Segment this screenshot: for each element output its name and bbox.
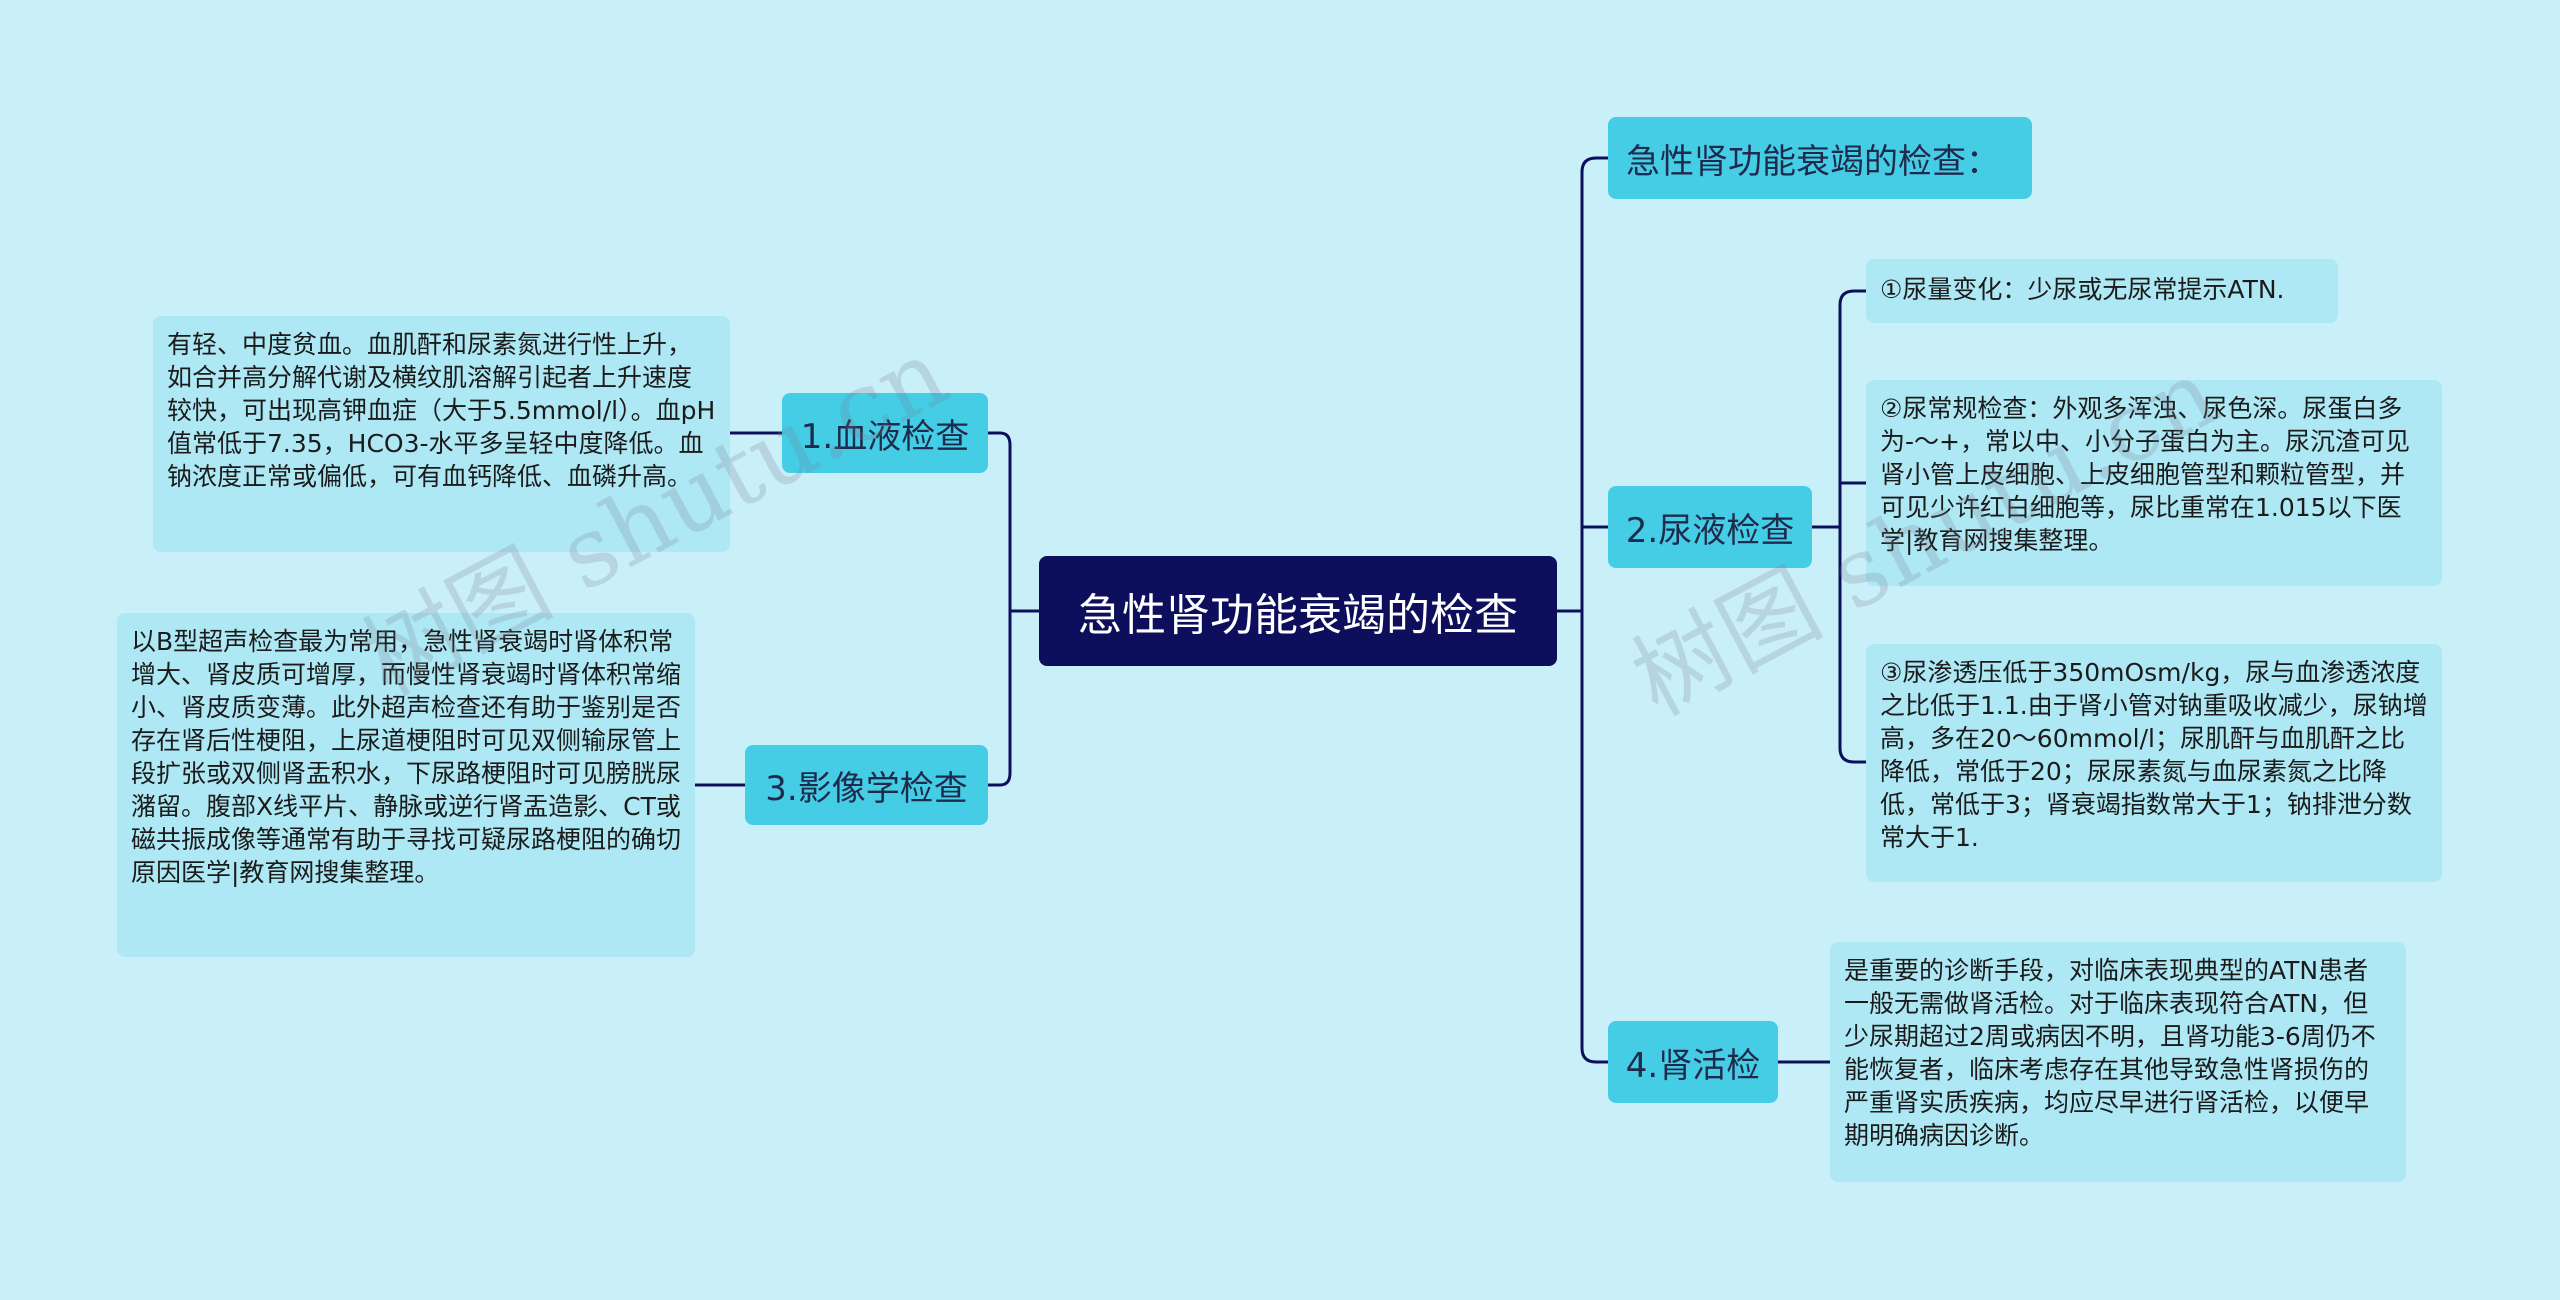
branch-blood-test[interactable]: 1.血液检查 <box>782 393 988 473</box>
detail-imaging: 以B型超声检查最为常用，急性肾衰竭时肾体积常增大、肾皮质可增厚，而慢性肾衰竭时肾… <box>117 613 695 957</box>
detail-blood-test: 有轻、中度贫血。血肌酐和尿素氮进行性上升，如合并高分解代谢及横纹肌溶解引起者上升… <box>153 316 730 552</box>
branch-biopsy-label: 4.肾活检 <box>1625 1045 1761 1086</box>
connector-urine-trunk <box>1838 289 1866 764</box>
detail-urine-1: ①尿量变化：少尿或无尿常提示ATN. <box>1866 259 2338 323</box>
branch-imaging-label: 3.影像学检查 <box>765 768 968 809</box>
detail-urine-2-text: ②尿常规检查：外观多浑浊、尿色深。尿蛋白多为-～+，常以中、小分子蛋白为主。尿沉… <box>1880 394 2410 555</box>
branch-biopsy[interactable]: 4.肾活检 <box>1608 1021 1778 1103</box>
branch-imaging[interactable]: 3.影像学检查 <box>745 745 988 825</box>
detail-urine-2: ②尿常规检查：外观多浑浊、尿色深。尿蛋白多为-～+，常以中、小分子蛋白为主。尿沉… <box>1866 380 2442 586</box>
connector-right-trunk <box>1580 156 1608 1064</box>
detail-urine-3-text: ③尿渗透压低于350mOsm/kg，尿与血渗透浓度之比低于1.1.由于肾小管对钠… <box>1880 658 2428 852</box>
root-label: 急性肾功能衰竭的检查 <box>1078 590 1518 641</box>
detail-biopsy: 是重要的诊断手段，对临床表现典型的ATN患者一般无需做肾活检。对于临床表现符合A… <box>1830 942 2406 1182</box>
detail-blood-test-text: 有轻、中度贫血。血肌酐和尿素氮进行性上升，如合并高分解代谢及横纹肌溶解引起者上升… <box>167 330 716 491</box>
detail-urine-3: ③尿渗透压低于350mOsm/kg，尿与血渗透浓度之比低于1.1.由于肾小管对钠… <box>1866 644 2442 882</box>
detail-biopsy-text: 是重要的诊断手段，对临床表现典型的ATN患者一般无需做肾活检。对于临床表现符合A… <box>1844 956 2376 1150</box>
branch-urine-test-label: 2.尿液检查 <box>1625 510 1795 551</box>
detail-urine-1-text: ①尿量变化：少尿或无尿常提示ATN. <box>1880 275 2285 304</box>
detail-imaging-text: 以B型超声检查最为常用，急性肾衰竭时肾体积常增大、肾皮质可增厚，而慢性肾衰竭时肾… <box>131 627 682 887</box>
root-node[interactable]: 急性肾功能衰竭的检查 <box>1039 556 1557 666</box>
branch-header-label: 急性肾功能衰竭的检查： <box>1626 141 2000 182</box>
connector-left-trunk <box>988 431 1012 787</box>
branch-urine-test[interactable]: 2.尿液检查 <box>1608 486 1812 568</box>
branch-header[interactable]: 急性肾功能衰竭的检查： <box>1608 117 2032 199</box>
branch-blood-test-label: 1.血液检查 <box>800 416 970 457</box>
